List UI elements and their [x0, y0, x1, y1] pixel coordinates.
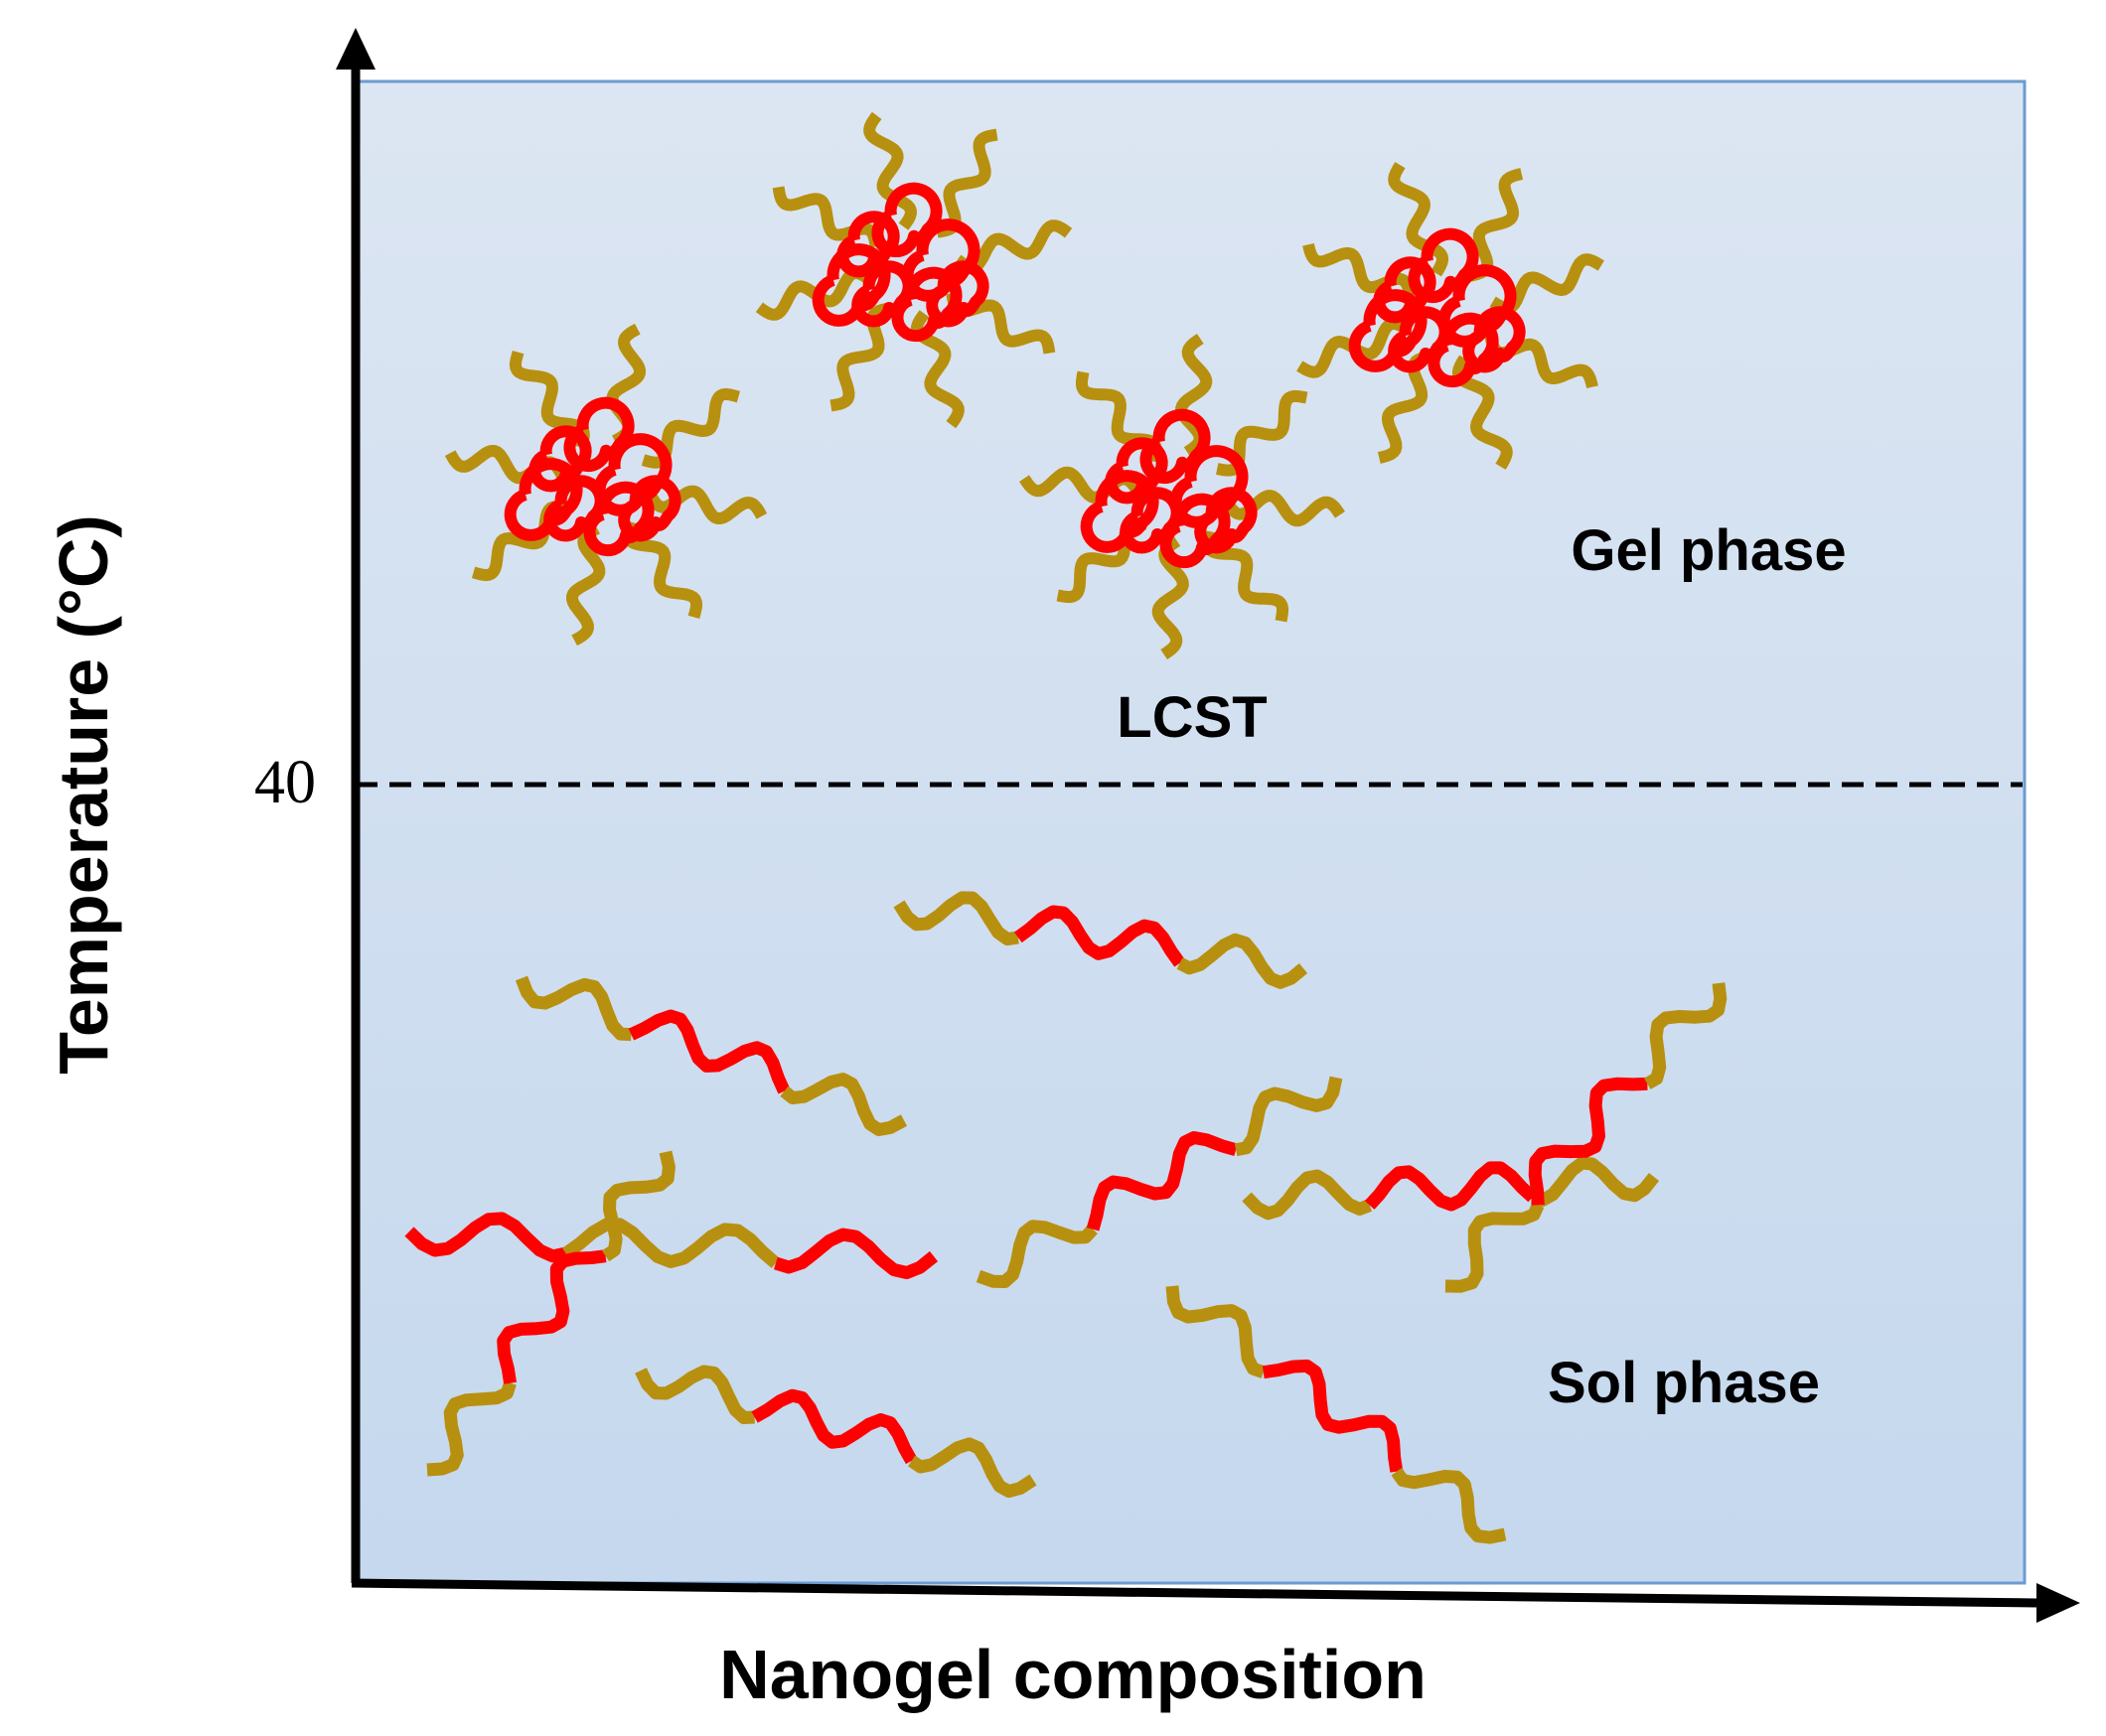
polymer-chain-block [1176, 933, 1308, 989]
polymer-chain-block [404, 1212, 568, 1263]
polymer-chain [976, 1076, 1343, 1288]
gel-phase-label: Gel phase [1571, 518, 1846, 583]
micelle-corona-chain [1302, 242, 1417, 298]
x-axis-line [351, 1578, 2037, 1608]
x-axis-arrowhead [2036, 1583, 2080, 1623]
polymer-chain-block [515, 975, 632, 1042]
polymer-chain-block [1444, 1202, 1545, 1293]
polymer-chain-block [628, 1009, 791, 1094]
y-tick-label: 40 [254, 749, 316, 816]
micelle-corona-chain [772, 185, 882, 249]
micelle-corona-chain [954, 219, 1073, 273]
polymer-chain-block [774, 1228, 939, 1279]
sol-phase-chains [404, 891, 1728, 1544]
polymer-chain-block [751, 1388, 918, 1465]
axes [336, 28, 2080, 1623]
micelle [1296, 162, 1604, 470]
polymer-chain-block [907, 1437, 1037, 1499]
polymer-chain-block [601, 1150, 676, 1262]
polymer-chain-block [426, 1380, 517, 1477]
polymer-chain-block [1364, 1161, 1538, 1212]
y-axis-arrowhead [336, 28, 376, 70]
polymer-chain-block [561, 1218, 781, 1268]
polymer-chain [1165, 1285, 1507, 1544]
polymer-chain [635, 1365, 1037, 1499]
polymer-chain [1444, 982, 1728, 1293]
micelle-corona-chain [1221, 490, 1345, 527]
x-axis-title: Nanogel composition [719, 1636, 1427, 1713]
micelle-corona-chain [863, 111, 917, 230]
polymer-chain-block [1391, 1467, 1507, 1544]
micelle-corona-chain [566, 522, 606, 647]
micelle-corona-chain [1388, 162, 1449, 277]
polymer-chain-block [1165, 1285, 1266, 1378]
polymer-chain [404, 1212, 939, 1279]
polymer-chain-block [635, 1365, 755, 1424]
micelle-core-loop [618, 475, 681, 542]
polymer-chain-block [1234, 1076, 1343, 1157]
polymer-chain [515, 975, 908, 1136]
y-axis-title: Temperature (°C) [45, 514, 122, 1074]
gel-phase-micelles [444, 111, 1604, 659]
polymer-chain-block [1530, 1156, 1660, 1207]
polymer-chain-block [1086, 1131, 1238, 1231]
polymer-chain-block [497, 1249, 607, 1384]
micelle [1019, 334, 1345, 659]
polymer-chain-block [780, 1073, 908, 1136]
polymer-chain [893, 891, 1308, 989]
polymer-chain-block [1262, 1359, 1404, 1473]
polymer-chain-block [976, 1220, 1098, 1288]
micelle-core-loop [504, 458, 583, 541]
micelle-core-loop [1462, 306, 1526, 373]
micelle-core-loop [926, 260, 989, 328]
micelle-corona-chain [644, 485, 768, 524]
micelle-core-loop [1348, 289, 1428, 372]
sol-phase-label: Sol phase [1548, 1351, 1820, 1415]
polymer-chain-block [1528, 1077, 1648, 1206]
micelle-corona-chain [1468, 168, 1524, 282]
micelle-core-loop [812, 243, 891, 327]
micelle [755, 111, 1073, 429]
polymer-chain-block [1242, 1169, 1373, 1221]
micelle [444, 323, 768, 647]
lcst-label: LCST [1117, 685, 1267, 750]
micelle-core-loop [1080, 470, 1159, 553]
micelle-core-loop [1194, 487, 1258, 554]
polymer-chain-block [893, 891, 1019, 946]
polymer-chain [426, 1150, 676, 1477]
polymer-chain-block [1644, 982, 1728, 1089]
polymer-chain-block [1013, 905, 1185, 967]
polymer-chain [1242, 1156, 1660, 1221]
micelle-corona-chain [622, 519, 703, 620]
